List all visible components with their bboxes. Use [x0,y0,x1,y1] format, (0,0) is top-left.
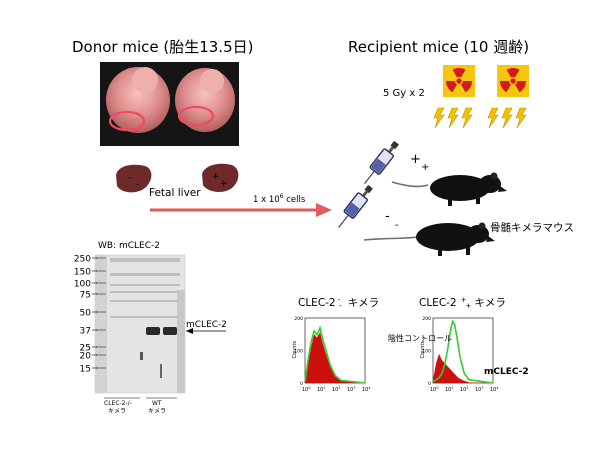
y-tick-label: 200 [294,316,303,322]
wb-marker-label: 75 [80,291,91,301]
lightning-icon [487,107,527,129]
y-axis-label: Counts [292,341,298,359]
syringe-ko-sup: - [385,209,390,224]
y-tick-label: 0 [428,381,431,387]
western-blot-image [94,254,186,394]
positive-label: mCLEC-2 [484,367,529,377]
liver-ko-sub: - [136,180,139,190]
syringe-wt-sup: + [410,152,421,167]
y-axis-label: Counts [420,341,426,359]
donor-title: Donor mice (胎生13.5日) [72,38,253,56]
chimera-mouse-label: 骨髄キメラマウス [490,221,574,234]
negative-control-histogram [433,353,493,383]
embryo-ko [106,67,170,133]
mouse-wt-icon [391,172,507,206]
negative-control-label: 陰性コントロール [388,333,452,343]
syringe-wt-sub: + [421,162,429,173]
wb-marker-label: 15 [80,365,91,375]
syringe-wt-icon [364,140,399,185]
y-tick-label: 100 [294,349,303,355]
x-tick-label: 103 [475,386,484,393]
wb-marker-label: 20 [80,352,92,362]
liver-ko: - - [116,164,152,193]
x-tick-label: 104 [490,386,499,393]
recipient-title: Recipient mice (10 週齢) [348,38,529,56]
lane-group-ko-line2: キメラ [108,408,126,415]
y-tick-label: 0 [300,381,303,387]
x-tick-label: 100 [302,386,311,393]
syringe-ko-sub: - [395,220,399,231]
band-label: mCLEC-2 [186,320,227,330]
y-tick-label: 100 [422,349,431,355]
wb-marker-label: 150 [74,268,91,278]
wb-marker-label: 37 [80,327,91,337]
transfer-cells-label: 1 x 106 cells [253,193,306,205]
lightning-icon [433,107,473,129]
x-tick-label: 102 [460,386,469,393]
mouse-ko-icon [363,222,495,256]
irradiation-dose: 5 Gy x 2 [383,88,425,99]
wb-marker-label: 50 [80,309,92,319]
lane-group-wt-line2: キメラ [148,408,166,415]
x-tick-label: 101 [317,386,326,393]
x-tick-label: 101 [445,386,454,393]
negative-control-histogram [305,332,365,383]
wb-marker-label: 100 [74,280,91,290]
lane-group-wt-line1: WT [152,400,162,407]
x-tick-label: 100 [430,386,439,393]
fetal-liver-label: Fetal liver [149,187,201,199]
mclec2-histogram [304,325,366,384]
wb-marker-label: 25 [80,344,91,354]
flow-wt-title: CLEC-2++キメラ [419,296,506,310]
syringe-ko-icon [338,184,373,229]
band-pointer-head [186,328,193,334]
liver-ko-sup: - [128,173,131,183]
wb-marker-label: 250 [74,255,91,265]
liver-wt: + + [202,163,239,192]
embryo-wt [175,68,235,132]
wb-title: WB: mCLEC-2 [98,241,160,251]
transfer-arrow [150,203,332,217]
radiation-icon [443,65,475,97]
liver-wt-sub: + [220,179,228,189]
embryo-photo [100,62,239,146]
x-tick-label: 102 [332,386,341,393]
radiation-icon [497,65,529,97]
lane-group-ko-line1: CLEC-2-/- [104,400,132,407]
liver-wt-sup: + [212,172,220,182]
mclec2-histogram [432,319,494,384]
flow-ko-title: CLEC-2--キメラ [298,296,379,310]
y-tick-label: 200 [422,316,431,322]
x-tick-label: 104 [362,386,371,393]
x-tick-label: 103 [347,386,356,393]
